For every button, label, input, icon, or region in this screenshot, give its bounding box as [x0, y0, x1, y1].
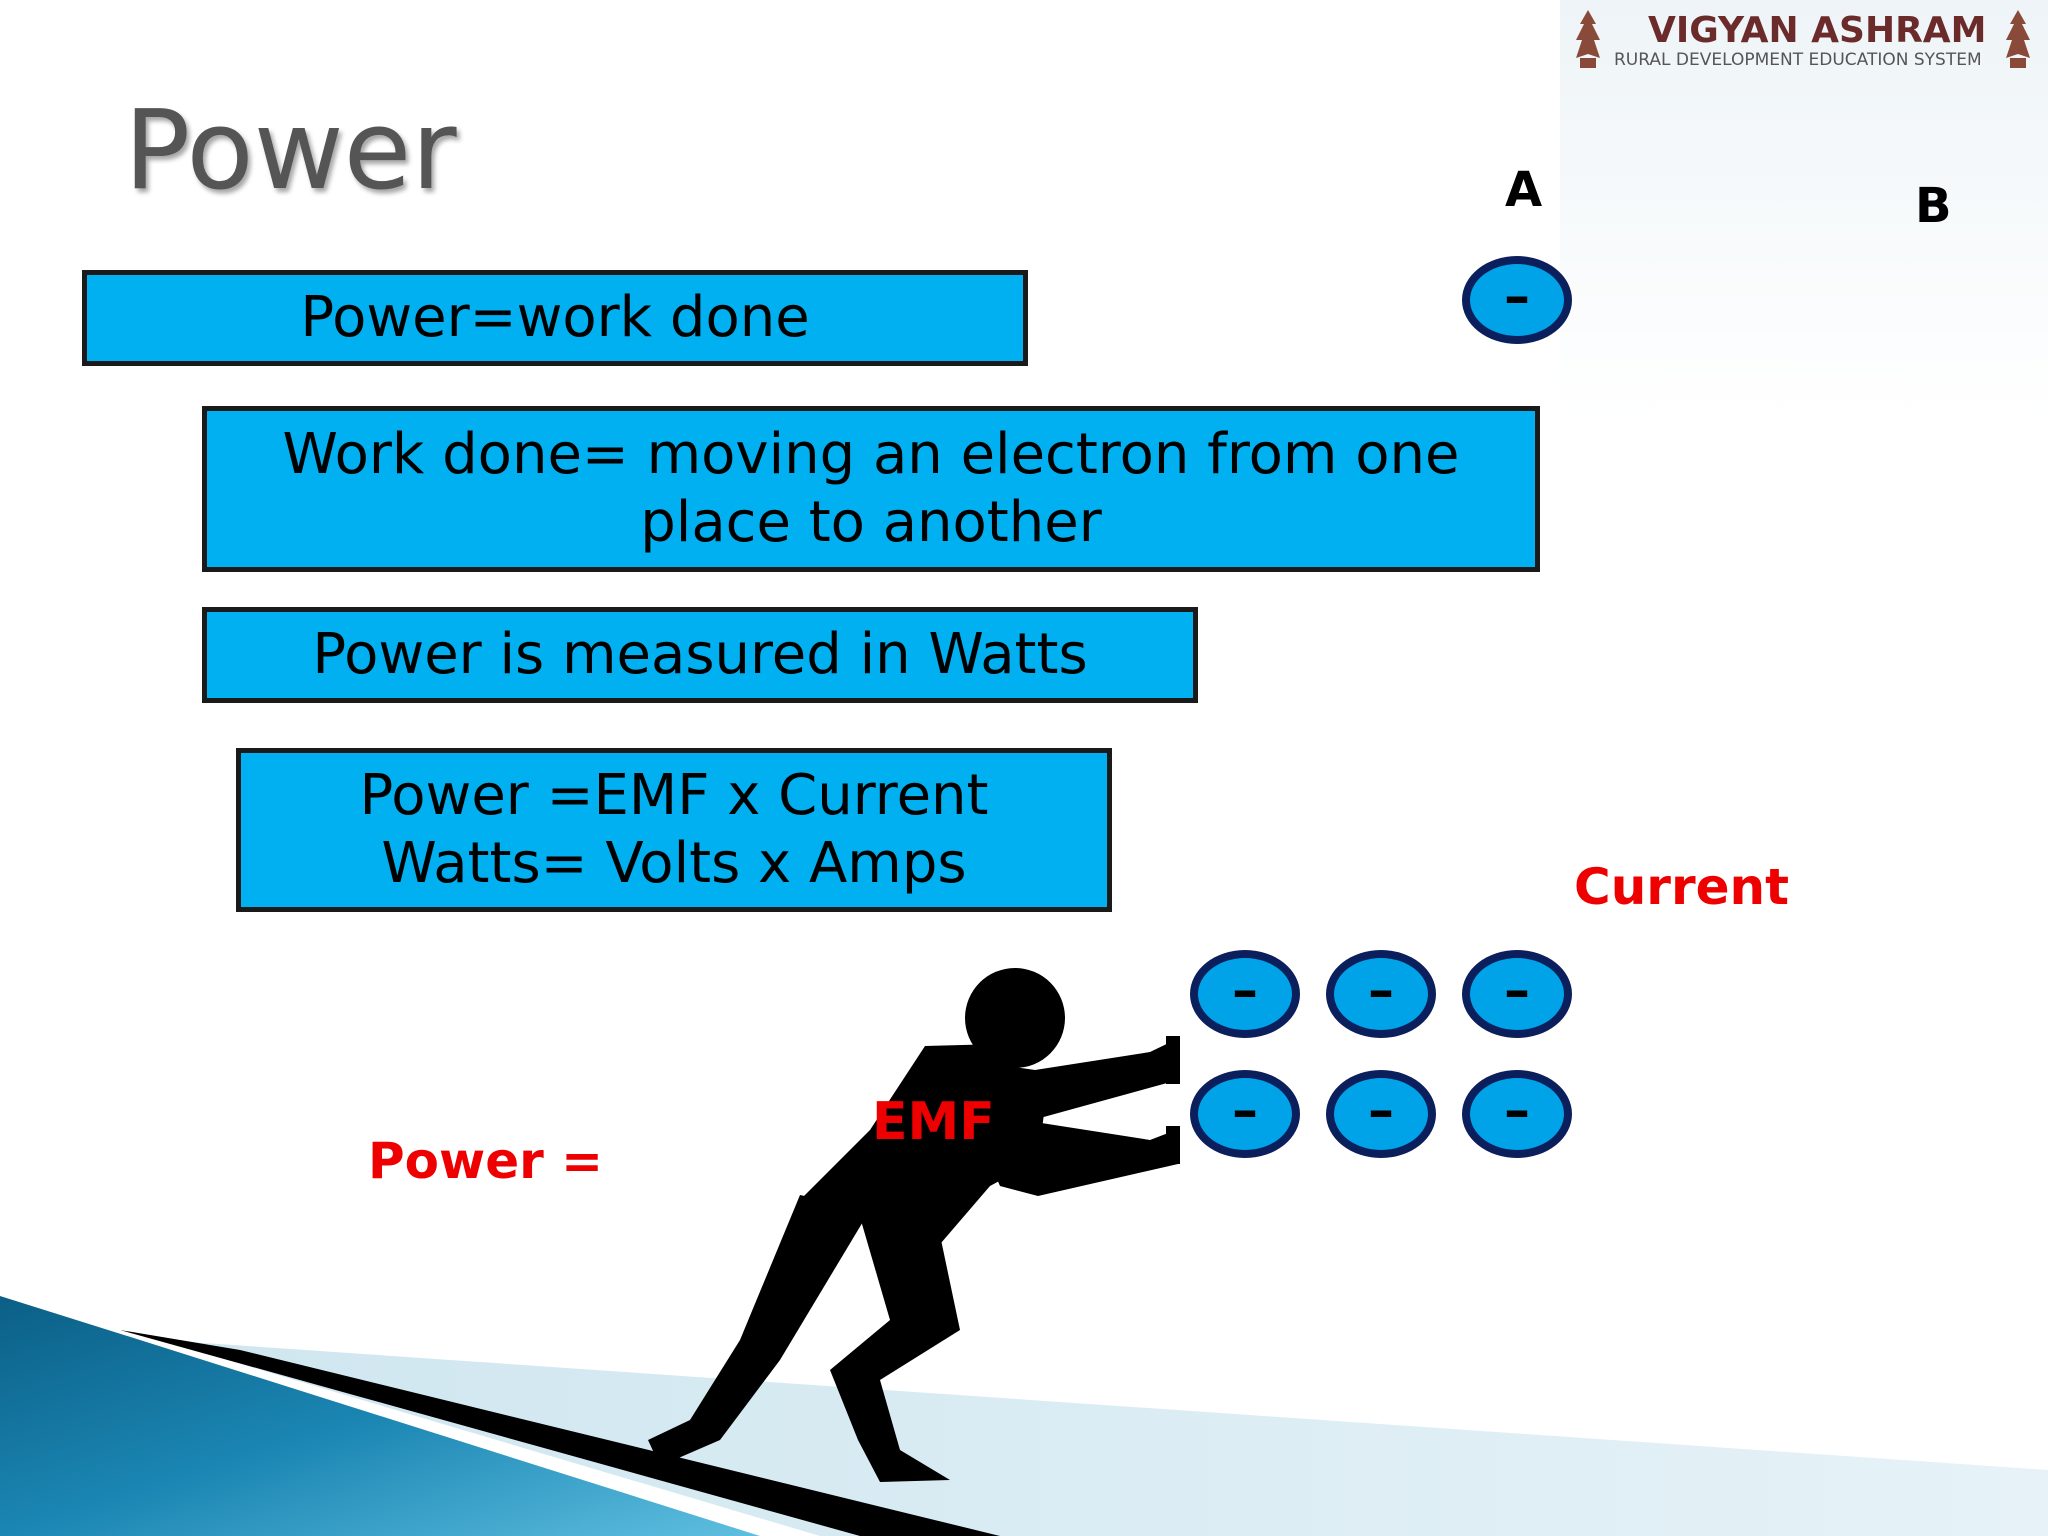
definition-box-work-done: Work done= moving an electron from one p…	[202, 406, 1540, 572]
power-equals-label: Power =	[368, 1132, 604, 1190]
minus-icon: –	[1504, 267, 1530, 327]
minus-icon: –	[1232, 1081, 1258, 1141]
electron: –	[1462, 1070, 1572, 1158]
emblem-left-icon	[1576, 10, 1600, 68]
minus-icon: –	[1368, 1081, 1394, 1141]
minus-icon: –	[1368, 961, 1394, 1021]
point-b-label: B	[1915, 178, 1952, 234]
electron: –	[1326, 1070, 1436, 1158]
emf-label: EMF	[872, 1092, 995, 1152]
wedge-blue	[0, 1296, 760, 1536]
wedge-black-stripe	[120, 1330, 1000, 1536]
current-label: Current	[1574, 858, 1790, 916]
box-text: Watts= Volts x Amps	[381, 831, 967, 896]
slide-title: Power	[124, 86, 457, 214]
electron: –	[1326, 950, 1436, 1038]
definition-box-watts: Power is measured in Watts	[202, 607, 1198, 703]
box-text: Power=work done	[300, 285, 810, 350]
emblem-right-icon	[2006, 10, 2030, 68]
box-text: Power =EMF x Current	[359, 763, 989, 828]
header-background	[1560, 0, 2048, 420]
minus-icon: –	[1232, 961, 1258, 1021]
electron-a: –	[1462, 256, 1572, 344]
logo: VIGYAN ASHRAM RURAL DEVELOPMENT EDUCATIO…	[1568, 6, 2038, 76]
point-a-label: A	[1505, 162, 1543, 218]
wedge-pale	[160, 1340, 2048, 1536]
electron: –	[1462, 950, 1572, 1038]
electron: –	[1190, 950, 1300, 1038]
electron: –	[1190, 1070, 1300, 1158]
formula-box: Power =EMF x Current Watts= Volts x Amps	[236, 748, 1112, 912]
minus-icon: –	[1504, 1081, 1530, 1141]
logo-tagline: RURAL DEVELOPMENT EDUCATION SYSTEM	[1614, 50, 1982, 70]
box-text: Work done= moving an electron from one	[282, 422, 1460, 487]
box-text: place to another	[640, 490, 1102, 555]
logo-name: VIGYAN ASHRAM	[1648, 10, 1987, 51]
box-text: Power is measured in Watts	[312, 622, 1088, 687]
definition-box-power: Power=work done	[82, 270, 1028, 366]
minus-icon: –	[1504, 961, 1530, 1021]
